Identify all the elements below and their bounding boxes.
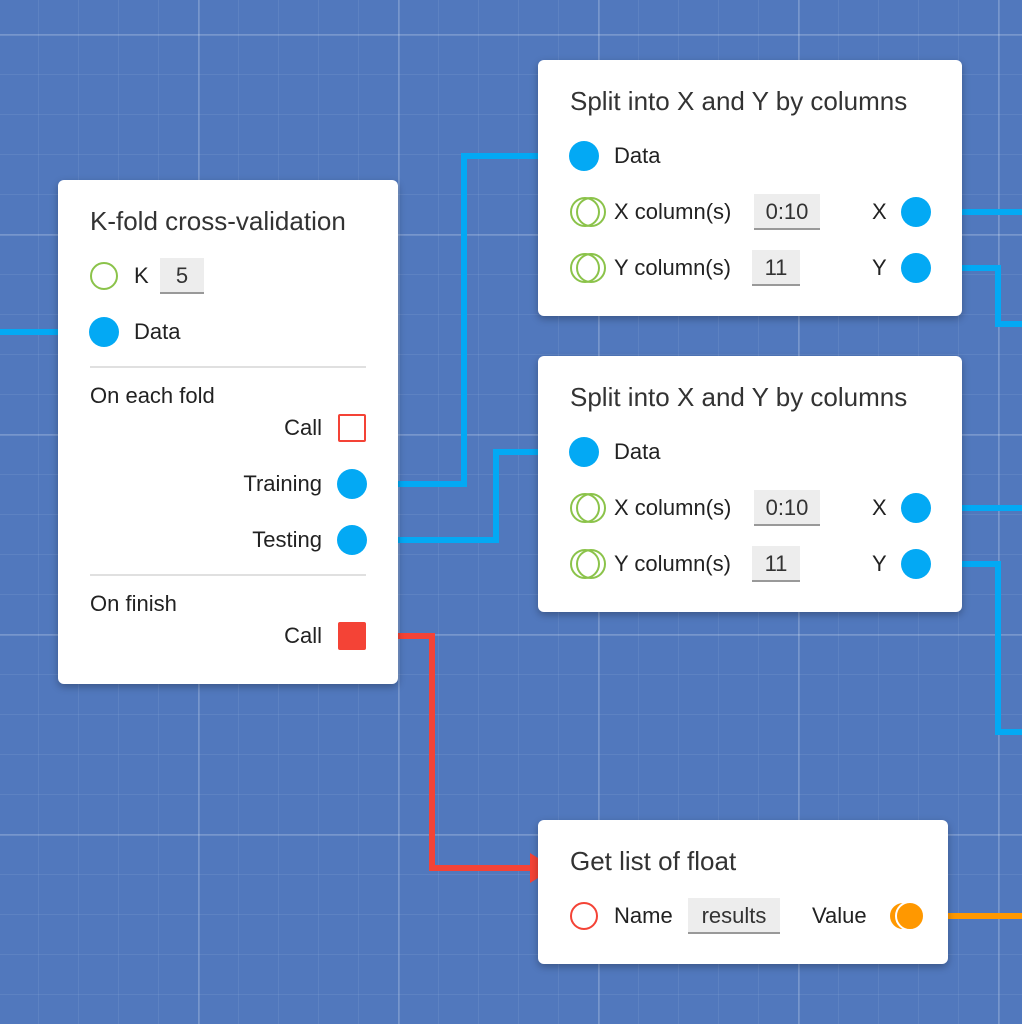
k-input[interactable]: 5	[160, 258, 204, 294]
kfold-node[interactable]: K-fold cross-validation K 5 Data On each…	[58, 180, 398, 684]
kfold-title: K-fold cross-validation	[90, 206, 346, 236]
split2-y-param-port[interactable]	[570, 549, 606, 579]
split1-y-out-port[interactable]	[901, 253, 931, 283]
split1-x-label: X column(s)	[614, 199, 732, 224]
value-label: Value	[812, 903, 867, 928]
finish-call-label: Call	[284, 623, 322, 648]
on-finish-label: On finish	[90, 591, 177, 616]
split2-y-input[interactable]: 11	[752, 546, 800, 582]
training-port[interactable]	[337, 469, 367, 499]
split2-x-input[interactable]: 0:10	[754, 490, 820, 526]
split1-x-param-port[interactable]	[570, 197, 606, 227]
testing-label: Testing	[252, 527, 322, 552]
split2-title: Split into X and Y by columns	[570, 382, 908, 412]
split1-data-label: Data	[614, 143, 661, 168]
split2-data-label: Data	[614, 439, 661, 464]
split2-x-out-label: X	[872, 495, 887, 520]
split1-y-param-port[interactable]	[570, 253, 606, 283]
split-node-2[interactable]: Split into X and Y by columns Data X col…	[538, 356, 962, 612]
finish-call-port[interactable]	[338, 622, 366, 650]
each-call-port[interactable]	[338, 414, 366, 442]
on-each-fold-label: On each fold	[90, 383, 215, 408]
split1-x-out-label: X	[872, 199, 887, 224]
split2-y-out-label: Y	[872, 551, 887, 576]
split-node-1[interactable]: Split into X and Y by columns Data X col…	[538, 60, 962, 316]
split2-y-out-port[interactable]	[901, 549, 931, 579]
split2-y-label: Y column(s)	[614, 551, 731, 576]
testing-port[interactable]	[337, 525, 367, 555]
split1-x-input[interactable]: 0:10	[754, 194, 820, 230]
split1-title: Split into X and Y by columns	[570, 86, 908, 116]
section-divider	[90, 574, 366, 576]
split1-x-out-port[interactable]	[901, 197, 931, 227]
getlist-title: Get list of float	[570, 846, 737, 876]
get-list-node[interactable]: Get list of float Name results Value	[538, 820, 948, 964]
k-label: K	[134, 263, 149, 288]
split2-x-label: X column(s)	[614, 495, 732, 520]
split2-data-port[interactable]	[569, 437, 599, 467]
name-param-port[interactable]	[570, 902, 598, 930]
kfold-data-label: Data	[134, 319, 181, 344]
name-label: Name	[614, 903, 673, 928]
value-out-port[interactable]	[888, 901, 925, 931]
training-label: Training	[243, 471, 322, 496]
k-param-port[interactable]	[90, 262, 118, 290]
split1-y-label: Y column(s)	[614, 255, 731, 280]
split2-x-param-port[interactable]	[570, 493, 606, 523]
split1-data-port[interactable]	[569, 141, 599, 171]
section-divider	[90, 366, 366, 368]
kfold-data-port[interactable]	[89, 317, 119, 347]
split1-y-out-label: Y	[872, 255, 887, 280]
split2-x-out-port[interactable]	[901, 493, 931, 523]
split1-y-input[interactable]: 11	[752, 250, 800, 286]
each-call-label: Call	[284, 415, 322, 440]
name-input[interactable]: results	[688, 898, 780, 934]
